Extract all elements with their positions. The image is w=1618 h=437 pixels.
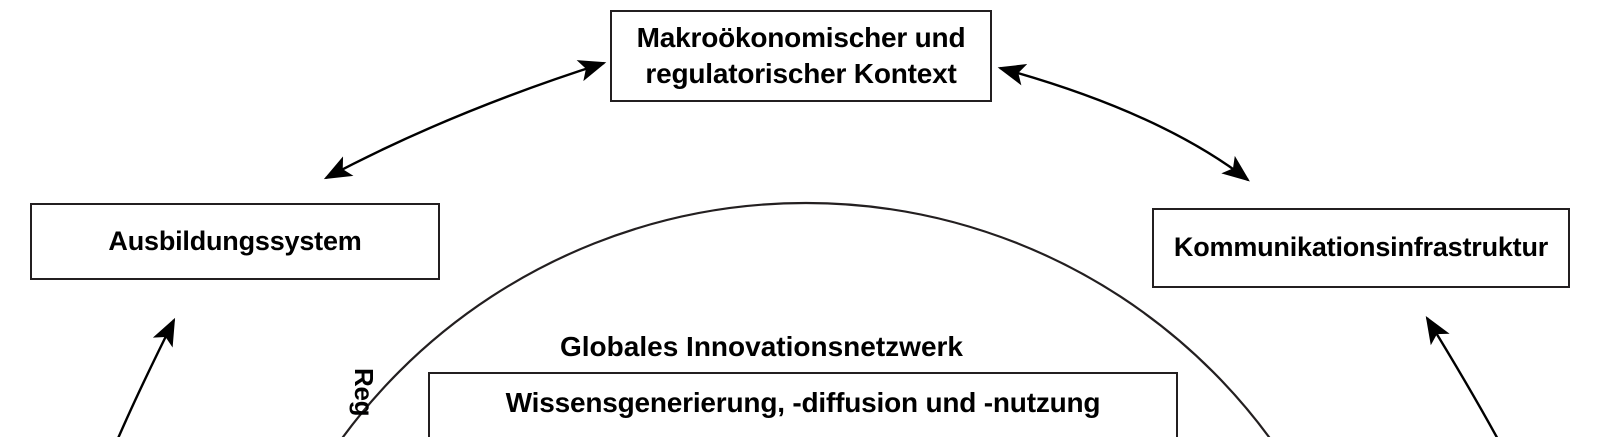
arrow-training-to-macro: [323, 60, 607, 180]
node-macro-context-line1: Makroökonomischer und: [636, 21, 966, 53]
global-network-circle: [341, 202, 1271, 437]
arrow-bottom-right-to-communication: [1425, 315, 1499, 437]
node-knowledge-box-label: Wissensgenerierung, -diffusion und -nutz…: [505, 387, 1101, 418]
node-training-system-label: Ausbildungssystem: [108, 225, 362, 256]
node-knowledge-box[interactable]: Wissensgenerierung, -diffusion und -nutz…: [428, 372, 1178, 437]
label-regional-rotated: Reg: [349, 368, 379, 417]
node-training-system[interactable]: Ausbildungssystem: [30, 203, 440, 280]
node-macro-context-line2: regulatorischer Kontext: [645, 58, 957, 89]
node-macro-context[interactable]: Makroökonomischer und regulatorischer Ko…: [610, 10, 992, 102]
node-communication-infrastructure-label: Kommunikationsinfrastruktur: [1173, 232, 1549, 263]
label-global-network: Globales Innovationsnetzwerk: [560, 331, 963, 362]
arrow-bottom-left-to-training: [117, 317, 176, 437]
arrow-macro-to-communication: [997, 64, 1250, 182]
node-communication-infrastructure[interactable]: Kommunikationsinfrastruktur: [1152, 208, 1570, 288]
